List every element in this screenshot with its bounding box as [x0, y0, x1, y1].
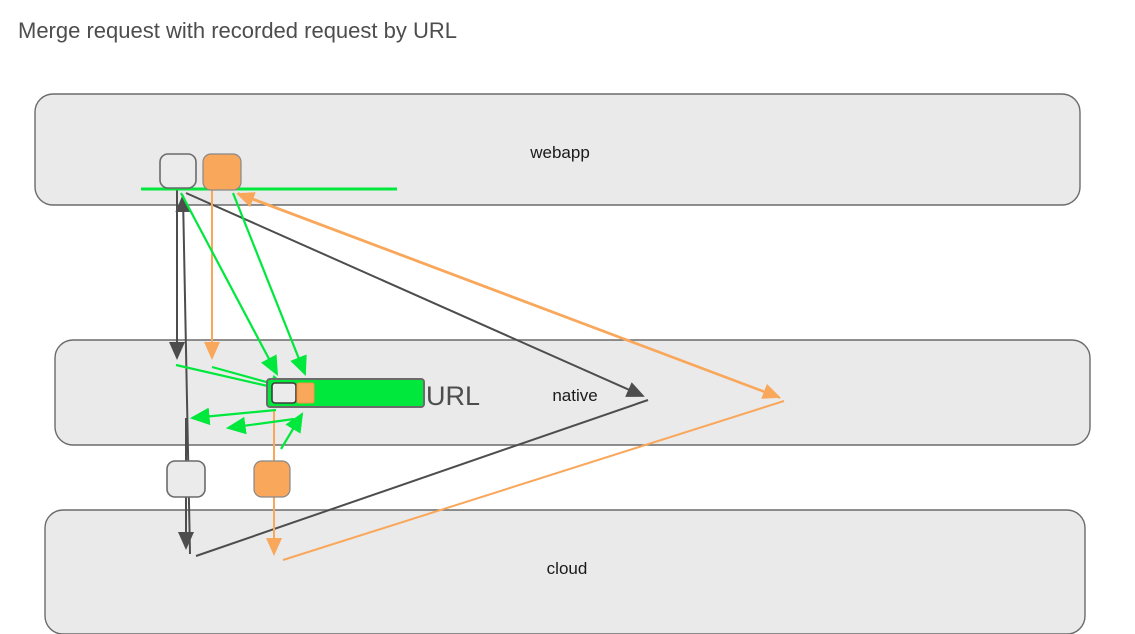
lane-cloud: cloud: [44, 509, 1086, 634]
recorded-request-box-gap[interactable]: [253, 460, 291, 498]
lane-webapp: webapp: [34, 93, 1081, 206]
green-edge-webapp-to-urlbar-a: [180, 192, 279, 376]
url-merged-bar[interactable]: URL: [266, 378, 480, 411]
request-box-webapp[interactable]: [159, 153, 197, 189]
green-edge-lower-to-urlbar: [280, 412, 304, 450]
lane-webapp-rect: [34, 93, 1081, 206]
lane-native: native: [54, 339, 1091, 446]
url-bar-recorded-box-fill[interactable]: [296, 382, 315, 404]
request-box-webapp-rect[interactable]: [159, 153, 197, 189]
recorded-request-box-webapp[interactable]: [202, 153, 242, 191]
edge-group-orange: [204, 190, 785, 561]
request-box-gap[interactable]: [166, 460, 206, 498]
green-edge-urlbar-to-left: [189, 407, 277, 426]
green-edge-webapp-to-urlbar-b: [231, 192, 307, 377]
url-bar-request-box[interactable]: [271, 382, 297, 404]
lane-cloud-rect: [44, 509, 1086, 634]
recorded-request-box-gap-rect[interactable]: [253, 460, 291, 498]
lane-native-label: native: [552, 386, 597, 405]
request-box-gap-rect[interactable]: [166, 460, 206, 498]
black-edge-webapp-to-native-right: [185, 192, 645, 397]
orange-edge-right-to-webapp: [236, 192, 781, 399]
page-title: Merge request with recorded request by U…: [18, 18, 457, 43]
edge-group-green: [141, 187, 397, 450]
lane-native-rect: [54, 339, 1091, 446]
recorded-request-box-webapp-rect[interactable]: [202, 153, 242, 191]
url-bar-label: URL: [426, 381, 480, 411]
orange-edge-right-to-cloud: [282, 400, 785, 561]
lane-cloud-label: cloud: [547, 559, 588, 578]
green-edge-urlbar-to-lowerleft: [225, 416, 295, 435]
lane-webapp-label: webapp: [529, 143, 590, 162]
black-edge-native-right-to-cloud: [195, 399, 649, 557]
